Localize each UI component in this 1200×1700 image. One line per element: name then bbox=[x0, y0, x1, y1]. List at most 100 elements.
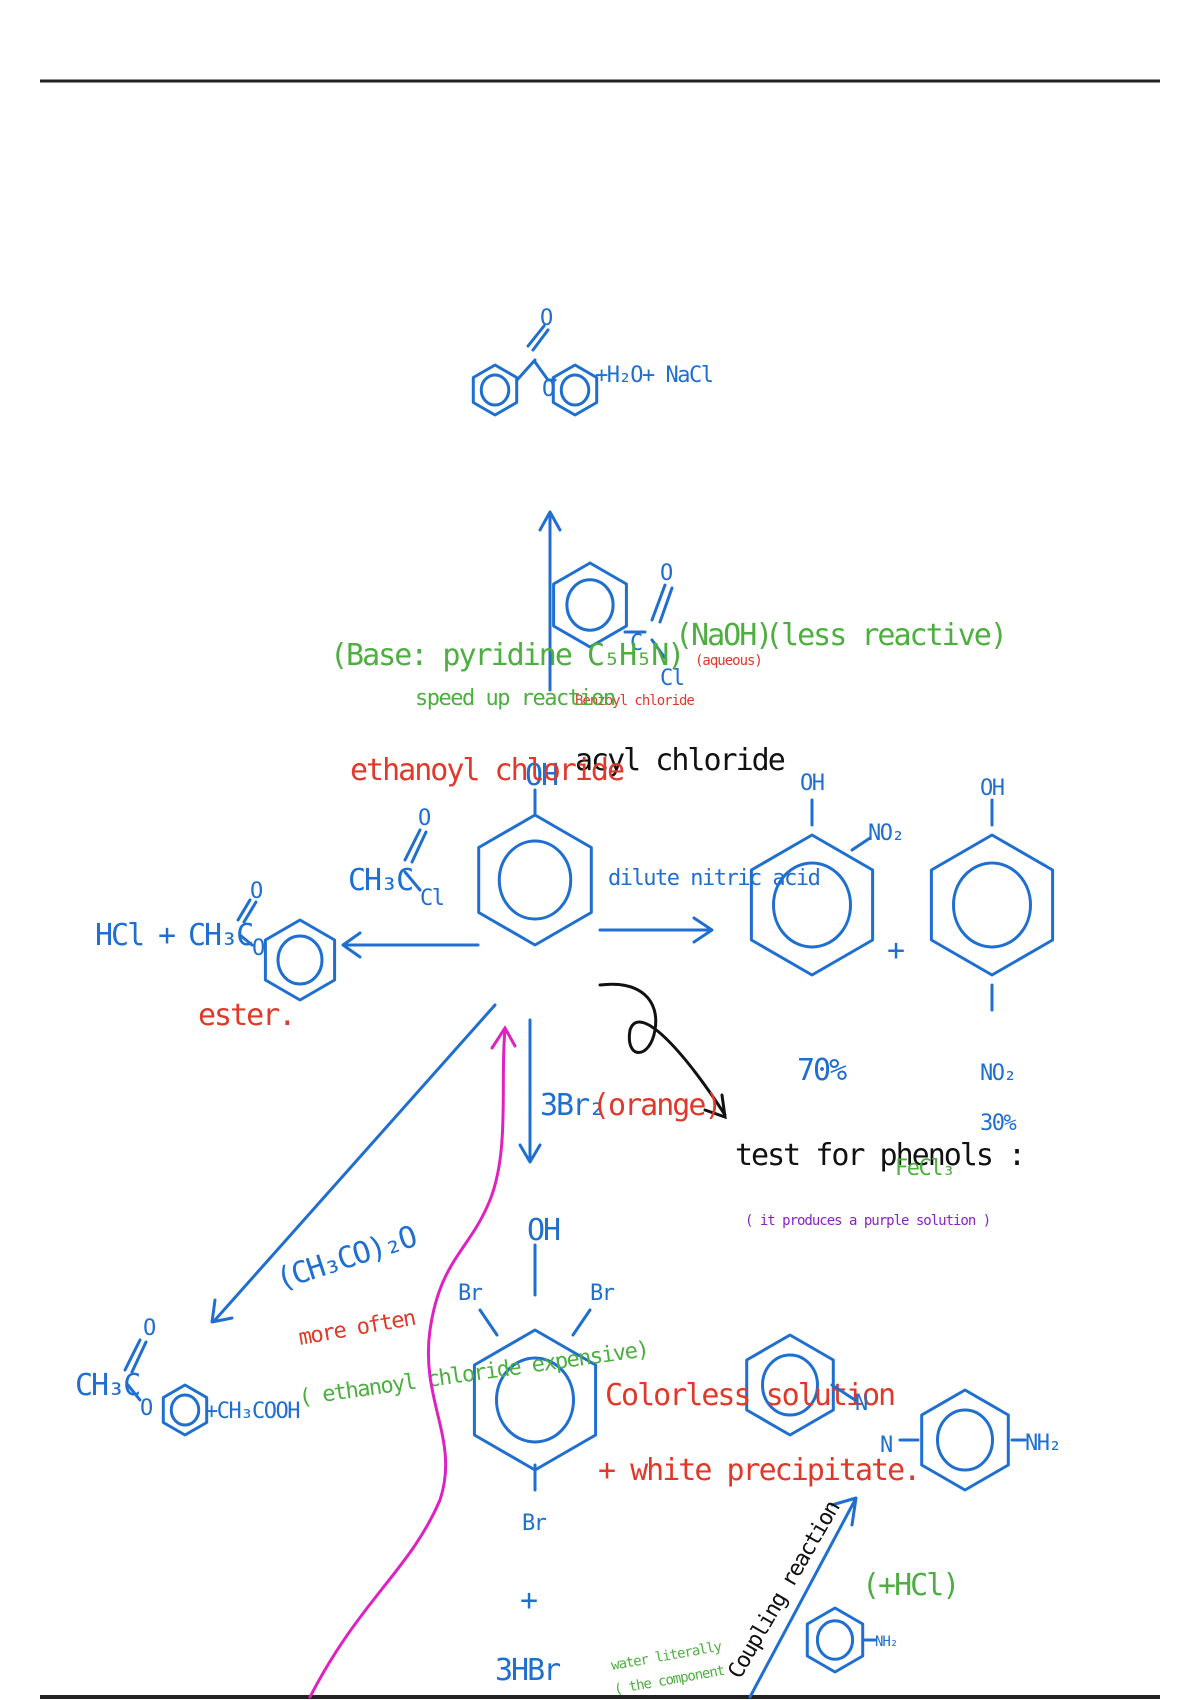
azo-coupling: Coupling reaction bbox=[724, 1497, 846, 1683]
top-phenyl-ring bbox=[471, 363, 519, 417]
azo-hcl: (+HCl) bbox=[862, 1568, 958, 1603]
bromination-hbr: 3HBr bbox=[495, 1653, 560, 1688]
benzoyl-reactivity: (less reactive) bbox=[765, 618, 1006, 653]
benzoyl-base-note: speed up reaction bbox=[415, 686, 615, 711]
ethanoyl-o: O bbox=[418, 806, 430, 831]
bromination-oh: OH bbox=[527, 1213, 560, 1248]
p-nitrophenol-ring-aromatic-circle bbox=[952, 861, 1032, 949]
ester-product-plus: + bbox=[158, 918, 175, 953]
nitration-pct2: 30% bbox=[980, 1111, 1016, 1136]
top-product-ester-o: O bbox=[542, 377, 554, 402]
anhydride-o1: O bbox=[143, 1316, 155, 1341]
arrow-up bbox=[538, 510, 562, 692]
anhydride-o2: O bbox=[140, 1396, 152, 1421]
nitration-oh1: OH bbox=[800, 771, 824, 796]
bromination-br2: Br bbox=[590, 1281, 615, 1306]
acyl-chloride-label: acyl chloride bbox=[575, 743, 785, 778]
benzoyl-c: C bbox=[630, 631, 642, 656]
azo-ring-1-hexagon bbox=[745, 1333, 835, 1437]
link-arrow-to-phenol bbox=[308, 1025, 517, 1699]
phenyl-benzoate-product: O O +H₂O+ NaCl bbox=[515, 306, 714, 402]
top-phenoxy-ring-aromatic-circle bbox=[559, 373, 591, 407]
azo-n1: N bbox=[855, 1391, 867, 1416]
ester-product-hcl: HCl bbox=[95, 918, 143, 953]
bromination-obs2: + white precipitate. bbox=[598, 1453, 919, 1488]
fecl3-result: ( it produces a purple solution ) bbox=[745, 1213, 990, 1229]
benzoyl-chloride: O C Cl Benzoyl chloride (Base: pyridine … bbox=[330, 561, 1008, 711]
o-nitrophenol-ring-aromatic-circle bbox=[772, 861, 852, 949]
phenol-oh: OH bbox=[525, 758, 558, 793]
tribromophenol-ring bbox=[472, 1328, 598, 1472]
o-nitrophenol-ring-hexagon bbox=[749, 833, 875, 977]
top-product-carbonyl-o: O bbox=[540, 306, 552, 331]
benzoyl-naoh: (NaOH) bbox=[675, 618, 771, 653]
azo-ring-2-hexagon bbox=[920, 1388, 1010, 1492]
nitration-reagent: dilute nitric acid bbox=[608, 866, 820, 891]
top-phenyl-ring-hexagon bbox=[471, 363, 519, 417]
anhydride-ester-ring-hexagon bbox=[161, 1383, 209, 1437]
top-phenoxy-ring-hexagon bbox=[551, 363, 599, 417]
benzoyl-base: (Base: pyridine C₅H₅N) bbox=[330, 638, 683, 673]
fecl3-label: test for phenols : bbox=[735, 1138, 1024, 1173]
fecl3-test: test for phenols : FeCl₃ ( it produces a… bbox=[598, 982, 1026, 1229]
byproducts-label: +H₂O+ NaCl bbox=[595, 363, 713, 388]
azo-nh2: NH₂ bbox=[1025, 1431, 1060, 1456]
fecl3-reagent: FeCl₃ bbox=[895, 1156, 954, 1181]
azo-ring-2 bbox=[920, 1388, 1010, 1492]
nitration-plus: + bbox=[887, 933, 904, 968]
top-phenoxy-ring bbox=[551, 363, 599, 417]
p-nitrophenol-ring-hexagon bbox=[929, 833, 1055, 977]
nitration-pct1: 70% bbox=[797, 1053, 847, 1088]
anhydride-ester-ring-aromatic-circle bbox=[169, 1393, 201, 1427]
azo-n2: N bbox=[880, 1433, 892, 1458]
o-nitrophenol-ring bbox=[749, 833, 875, 977]
benzoyl-name: Benzoyl chloride bbox=[575, 693, 694, 709]
anhydride-byproduct: +CH₃COOH bbox=[205, 1399, 299, 1424]
ester-ring bbox=[263, 918, 337, 1002]
ethanoyl-chloride: ethanoyl chloride CH₃C O Cl bbox=[348, 753, 626, 911]
anhydride-branch: (CH₃CO)₂O more often ( ethanoyl chloride… bbox=[75, 1003, 650, 1424]
benzoyl-ring-aromatic-circle bbox=[565, 578, 615, 632]
aniline-ring-aromatic-circle bbox=[815, 1619, 855, 1661]
ester-product-o1: O bbox=[250, 879, 262, 904]
ethanoyl-cl: Cl bbox=[420, 886, 444, 911]
ester-ring-aromatic-circle bbox=[276, 934, 324, 986]
bromination-reagent: 3Br₂ bbox=[540, 1088, 604, 1123]
phenyl-ethanoate-product: HCl + CH₃C O O ester. bbox=[95, 879, 296, 1033]
benzoyl-cl: Cl bbox=[660, 666, 684, 691]
nitration-no2-2: NO₂ bbox=[980, 1061, 1015, 1086]
nitration-no2-1: NO₂ bbox=[868, 821, 903, 846]
azo-aniline-nh2: NH₂ bbox=[875, 1634, 897, 1650]
tribromophenol-ring-hexagon bbox=[472, 1328, 598, 1472]
top-phenyl-ring-aromatic-circle bbox=[479, 373, 511, 407]
bromination-branch: 3Br₂ (orange) OH Br Br Br + 3HBr Colorle… bbox=[458, 1018, 921, 1688]
ethanoyl-name: ethanoyl chloride bbox=[350, 753, 624, 788]
ester-product-o2: O bbox=[252, 936, 264, 961]
ester-product-formula: CH₃C bbox=[188, 918, 252, 953]
p-nitrophenol-ring bbox=[929, 833, 1055, 977]
ester-product-label: ester. bbox=[198, 998, 294, 1033]
ethanoyl-formula: CH₃C bbox=[348, 863, 412, 898]
bromination-br3: Br bbox=[522, 1511, 547, 1536]
phenol-ring bbox=[477, 813, 593, 947]
azo-ring-1-aromatic-circle bbox=[761, 1353, 819, 1417]
anhydride-ester-ring bbox=[161, 1383, 209, 1437]
azo-ring-1 bbox=[745, 1333, 835, 1437]
azo-ring-2-aromatic-circle bbox=[936, 1408, 994, 1472]
benzoyl-ring-hexagon bbox=[552, 561, 628, 649]
phenol-ring-hexagon bbox=[477, 813, 593, 947]
benzoyl-naoh-note: (aqueous) bbox=[695, 653, 762, 669]
nitration-branch: dilute nitric acid OH NO₂ + 70% OH NO₂ 3… bbox=[598, 771, 1018, 1136]
aniline-ring-hexagon bbox=[805, 1606, 865, 1674]
bromination-br1: Br bbox=[458, 1281, 483, 1306]
nitration-oh2: OH bbox=[980, 776, 1004, 801]
anhydride-note: more often bbox=[297, 1306, 417, 1351]
tribromophenol-ring-aromatic-circle bbox=[495, 1356, 575, 1444]
benzoyl-carbonyl-o: O bbox=[660, 561, 672, 586]
ester-ring-hexagon bbox=[263, 918, 337, 1002]
arrow-left bbox=[341, 931, 480, 959]
benzene-rings bbox=[161, 363, 1055, 1674]
phenol-ring-aromatic-circle bbox=[497, 839, 573, 921]
benzoyl-ring bbox=[552, 561, 628, 649]
